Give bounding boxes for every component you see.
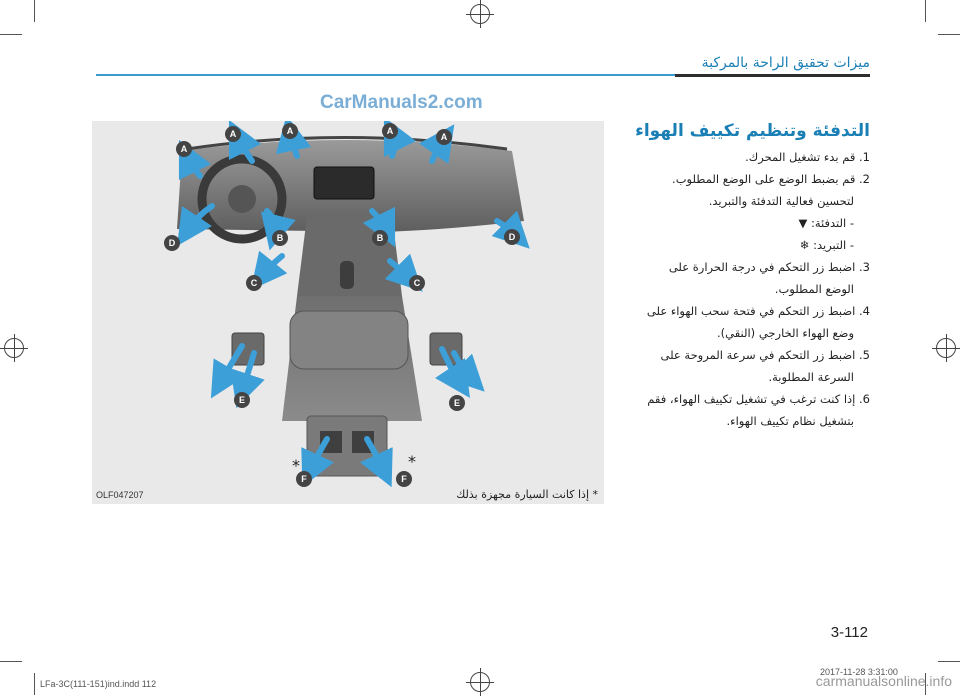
face-cool-icon: ❄	[799, 238, 810, 252]
instructions-heading: التدفئة وتنظيم تكييف الهواء	[635, 121, 870, 141]
svg-text:D: D	[509, 232, 516, 242]
svg-text:E: E	[239, 395, 245, 405]
step: 4. اضبط زر التحكم في فتحة سحب الهواء على	[646, 304, 870, 318]
svg-text:*: *	[408, 452, 416, 471]
registration-mark-icon	[466, 0, 494, 28]
svg-text:F: F	[301, 474, 307, 484]
svg-text:A: A	[287, 126, 294, 136]
svg-text:F: F	[401, 474, 407, 484]
crop-mark	[938, 661, 960, 662]
figure-note: * إذا كانت السيارة مجهزة بذلك	[456, 488, 598, 501]
footer-file: LFa-3C(111-151)ind.indd 112	[40, 679, 157, 689]
step: 5. اضبط زر التحكم في سرعة المروحة على	[660, 348, 871, 362]
crop-mark	[925, 673, 926, 695]
step: 1. قم بدء تشغيل المحرك.	[745, 150, 870, 164]
svg-text:A: A	[230, 129, 237, 139]
ventilation-figure: A A A A A B B C C D D E E F F * * OLF047…	[92, 115, 604, 504]
svg-text:A: A	[387, 126, 394, 136]
crop-mark	[0, 34, 22, 35]
footer-date: 2017-11-28 3:31:00	[820, 667, 898, 677]
svg-text:E: E	[454, 398, 460, 408]
page-number: 3-112	[830, 624, 868, 641]
svg-text:*: *	[292, 456, 300, 475]
crop-mark	[34, 673, 35, 695]
registration-mark-icon	[932, 334, 960, 362]
feet-heat-icon: ▼	[798, 216, 808, 230]
windshield-edge	[186, 136, 508, 151]
crop-mark	[938, 34, 960, 35]
registration-mark-icon	[466, 668, 494, 696]
svg-text:D: D	[169, 238, 176, 248]
title-rule	[96, 74, 870, 77]
step-cool: - التبريد: ❄	[799, 238, 854, 252]
rear-vent-panel	[306, 415, 388, 477]
infotainment-screen	[313, 166, 375, 200]
svg-text:A: A	[441, 132, 448, 142]
step: 3. اضبط زر التحكم في درجة الحرارة على	[668, 260, 870, 274]
step: الوضع المطلوب.	[774, 282, 854, 296]
crop-mark	[34, 0, 35, 22]
step: وضع الهواء الخارجي (النقي).	[716, 326, 854, 340]
section-title: ميزات تحقيق الراحة بالمركبة	[701, 55, 870, 71]
step: السرعة المطلوبة.	[768, 370, 854, 384]
step: 2. قم بضبط الوضع على الوضع المطلوب.	[672, 172, 870, 186]
crop-mark	[925, 0, 926, 22]
svg-text:A: A	[181, 144, 188, 154]
instruction-steps: 1. قم بدء تشغيل المحرك. 2. قم بضبط الوضع…	[578, 146, 870, 432]
step: بتشغيل نظام تكييف الهواء.	[726, 414, 854, 428]
svg-text:B: B	[377, 233, 384, 243]
registration-mark-icon	[0, 334, 28, 362]
svg-text:B: B	[277, 233, 284, 243]
shifter	[340, 261, 354, 289]
airflow-arrows	[177, 115, 530, 488]
figure-code: OLF047207	[96, 490, 144, 500]
vent-labels: A A A A A B B C C D D E E F F * *	[164, 123, 520, 487]
armrest	[289, 310, 409, 370]
step: 6. إذا كنت ترغب في تشغيل تكييف الهواء، ف…	[647, 392, 870, 406]
crop-mark	[0, 661, 22, 662]
step-heat: - التدفئة: ▼	[798, 216, 854, 230]
svg-text:C: C	[251, 278, 258, 288]
footer-site: carmanualsonline.info	[815, 673, 952, 689]
watermark: CarManuals2.com	[320, 92, 483, 113]
svg-text:C: C	[414, 278, 421, 288]
step: لتحسين فعالية التدفئة والتبريد.	[708, 194, 854, 208]
dashboard-illustration: A A A A A B B C C D D E E F F * *	[164, 115, 530, 488]
